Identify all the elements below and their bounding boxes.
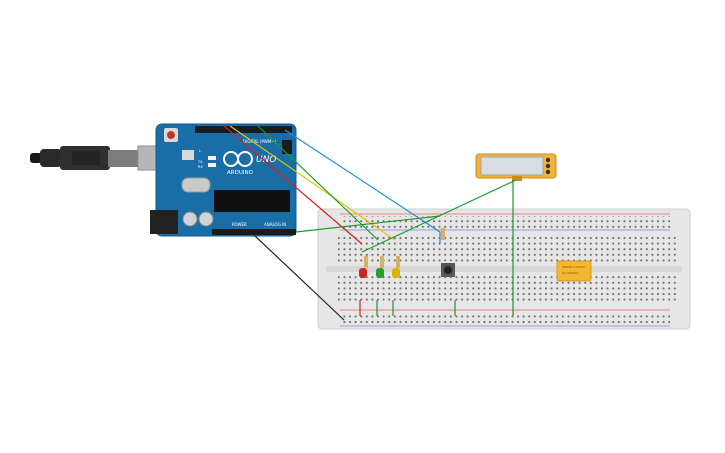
resistor[interactable] bbox=[364, 228, 445, 268]
power-rail-top bbox=[340, 216, 670, 228]
analog-label: ANALOG IN bbox=[264, 222, 286, 227]
power-rail-bottom bbox=[340, 312, 670, 324]
led-red[interactable] bbox=[359, 268, 367, 278]
sensor-module[interactable] bbox=[475, 153, 557, 181]
power-analog-header[interactable] bbox=[212, 229, 296, 235]
digital-header[interactable] bbox=[195, 126, 292, 133]
wire-green-sensor[interactable] bbox=[295, 215, 441, 233]
power-label: POWER bbox=[232, 222, 247, 227]
breadboard-channel bbox=[326, 266, 682, 272]
atmega-chip bbox=[214, 190, 290, 212]
icsp-header bbox=[282, 140, 292, 154]
model-label: UNO bbox=[256, 155, 276, 165]
capacitor bbox=[182, 211, 198, 227]
wires bbox=[223, 125, 517, 321]
push-button[interactable] bbox=[441, 263, 455, 277]
rx-label: RX bbox=[198, 165, 203, 169]
wire-black-ground[interactable] bbox=[253, 234, 345, 321]
l-label: L bbox=[199, 149, 201, 153]
relay-label: HRS4H-S-DC5V bbox=[562, 265, 586, 269]
wire-yellow[interactable] bbox=[229, 125, 396, 241]
led-green[interactable] bbox=[376, 268, 384, 278]
brand-label: ARDUINO bbox=[227, 170, 254, 176]
terminal-strip-lower bbox=[338, 274, 676, 304]
terminal-strip-upper bbox=[338, 234, 676, 264]
power-jack bbox=[150, 210, 178, 234]
wire-red[interactable] bbox=[223, 125, 363, 245]
relay[interactable]: HRS4H-S-DC5V 5A 250VAC bbox=[556, 260, 592, 282]
tx-label: TX bbox=[197, 160, 203, 164]
wire-green-sensor-data[interactable] bbox=[361, 179, 517, 253]
led-yellow[interactable] bbox=[392, 268, 400, 278]
arduino-uno-board[interactable]: ARDUINO UNO DIGITAL (PWM~) POWER ANALOG … bbox=[150, 123, 297, 237]
breadboard[interactable] bbox=[317, 208, 691, 330]
usb-cable[interactable] bbox=[30, 145, 171, 171]
digital-header-label: DIGITAL (PWM~) bbox=[243, 139, 277, 144]
capacitor bbox=[198, 211, 214, 227]
wire-blue[interactable] bbox=[284, 129, 441, 244]
wire-green[interactable] bbox=[257, 125, 379, 241]
relay-rating: 5A 250VAC bbox=[562, 271, 579, 275]
